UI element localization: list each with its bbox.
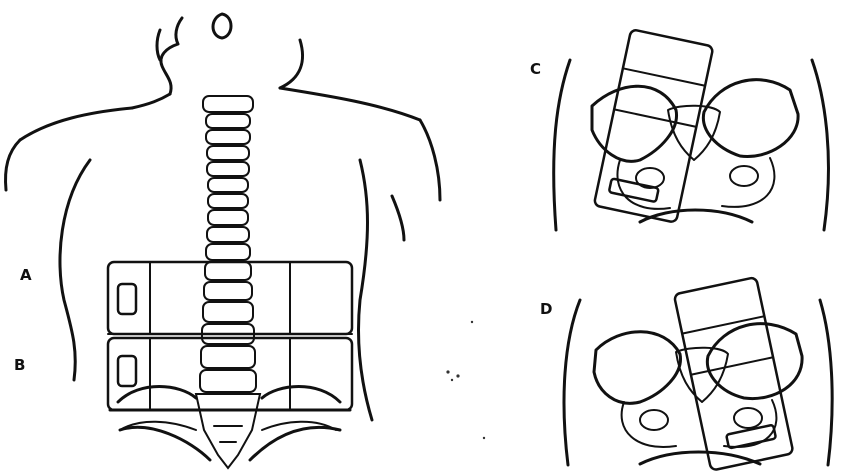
spine: [196, 96, 260, 468]
right-ilium: [703, 80, 798, 157]
panel-label-b: B: [14, 356, 25, 374]
panel-label-d: D: [540, 300, 552, 318]
pelvis-crest: [118, 387, 196, 403]
panel-label-c: C: [530, 60, 541, 78]
electrode-pad-c: [594, 29, 714, 223]
right-torso-side: [359, 160, 373, 420]
panel-label-a: A: [20, 266, 32, 284]
head-outline: [161, 18, 182, 94]
left-shoulder: [20, 108, 132, 140]
left-neck: [132, 94, 170, 108]
right-shoulder: [280, 88, 420, 120]
buttocks-outline: [120, 427, 210, 460]
left-ilium-d: [594, 332, 680, 404]
electrode-pad-d: [674, 277, 794, 471]
pelvis-view-c: [554, 29, 829, 230]
sacrum-d: [676, 348, 728, 402]
left-torso-side: [60, 160, 90, 380]
torso-back-view: [6, 14, 440, 468]
ear-outline: [213, 14, 231, 38]
right-neck: [280, 40, 303, 88]
pelvis-view-d: [564, 277, 832, 471]
